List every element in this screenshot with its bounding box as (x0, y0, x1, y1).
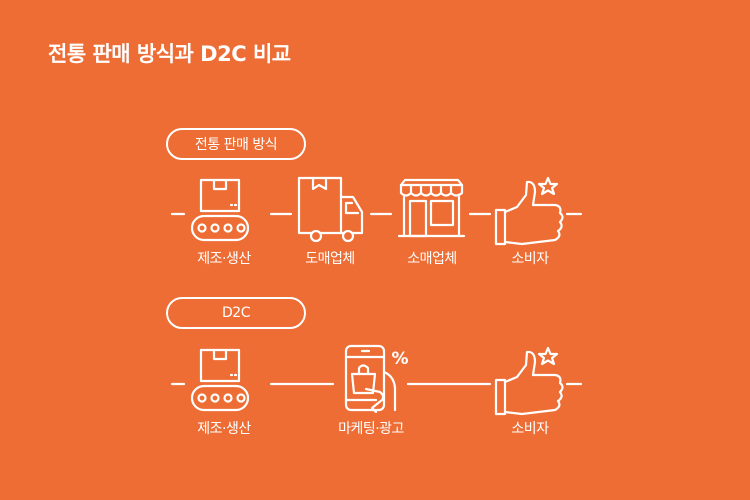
page-title: 전통 판매 방식과 D2C 비교 (48, 42, 291, 66)
d2c-heading-pill: D2C (166, 297, 306, 329)
factory-conveyor-icon (190, 178, 250, 242)
traditional-step-2: 도매업체 (305, 251, 355, 267)
traditional-step-4: 소비자 (511, 251, 549, 267)
traditional-heading: 전통 판매 방식 (194, 137, 278, 153)
d2c-heading: D2C (222, 305, 250, 321)
delivery-truck-icon (297, 176, 364, 243)
d2c-step-1: 제조·생산 (197, 421, 251, 437)
smartphone-shopping-icon (344, 344, 397, 414)
thumbs-up-star-icon (494, 176, 564, 246)
d2c-step-3: 소비자 (511, 421, 549, 437)
d2c-step-2: 마케팅·광고 (338, 421, 404, 437)
store-icon (397, 178, 466, 238)
factory-conveyor-icon-d2c (190, 348, 250, 412)
traditional-step-1: 제조·생산 (197, 251, 251, 267)
percent-icon: % (391, 349, 408, 369)
percent-badge: % (391, 349, 408, 369)
thumbs-up-star-icon-d2c (494, 346, 564, 416)
traditional-heading-pill: 전통 판매 방식 (166, 128, 306, 160)
traditional-step-3: 소매업체 (407, 251, 457, 267)
